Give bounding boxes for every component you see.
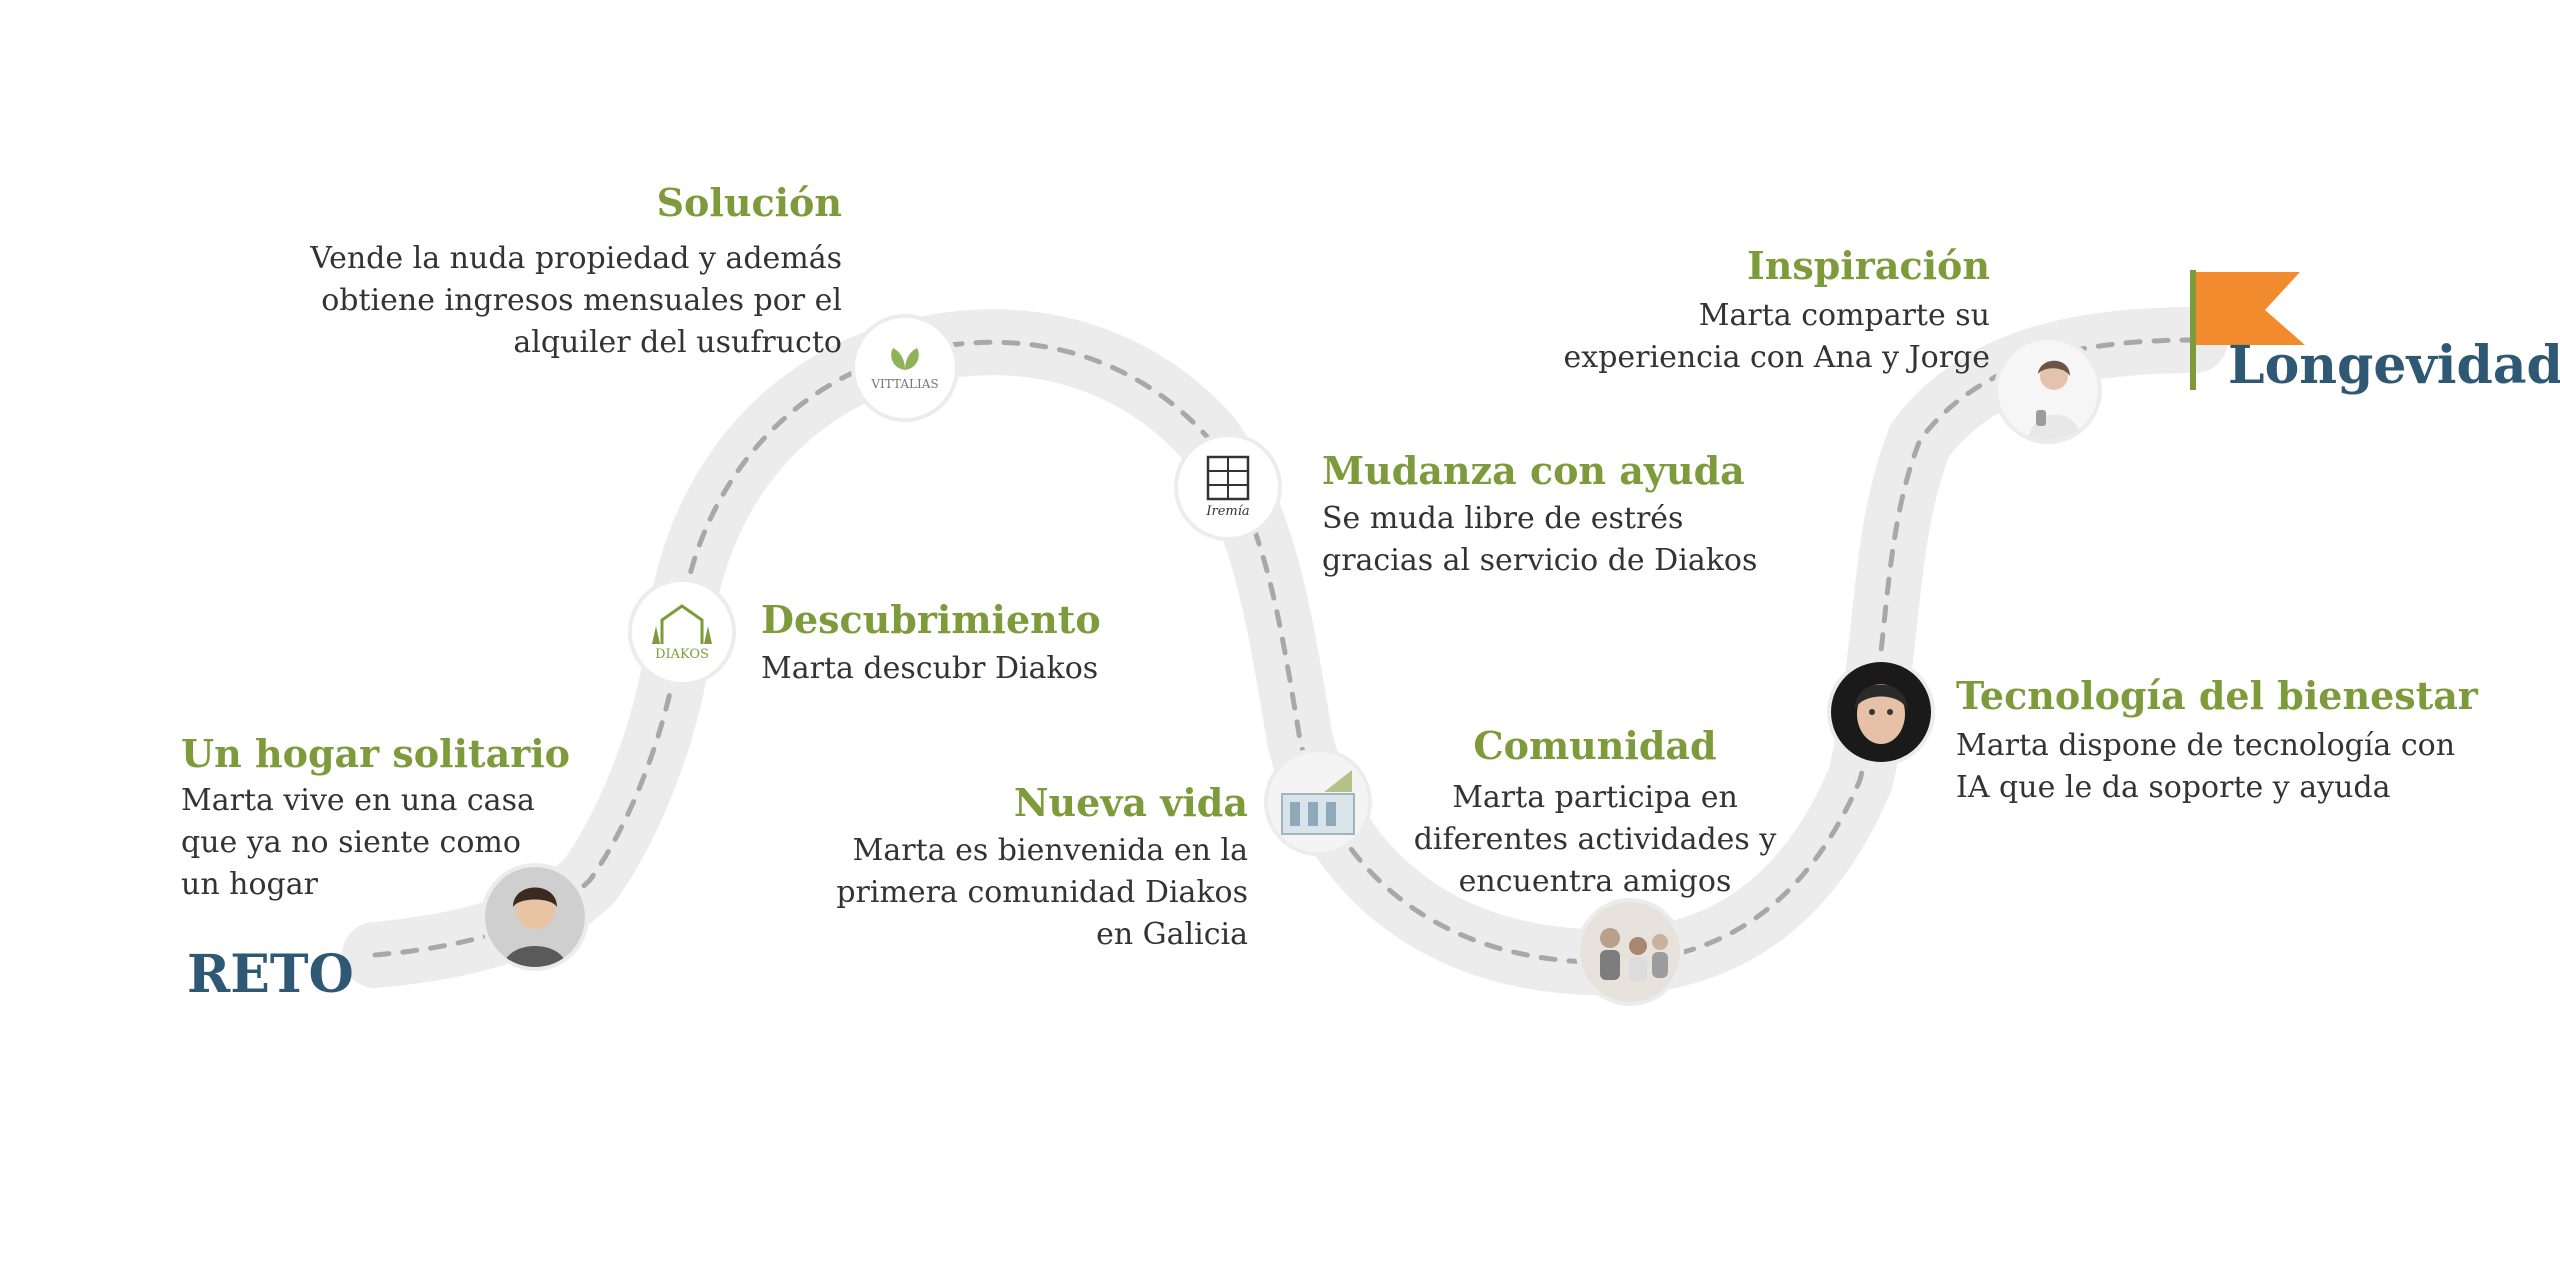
start-label: RETO (187, 944, 354, 1005)
iremia-logo-icon: Iremía (1178, 437, 1278, 537)
milestone-title-comunidad: Comunidad (1473, 723, 1717, 768)
milestone-title-inspiracion: Inspiración (1747, 243, 1990, 288)
milestone-title-solucion: Solución (656, 180, 842, 225)
svg-text:Iremía: Iremía (1205, 504, 1249, 519)
svg-text:VITTALIAS: VITTALIAS (870, 377, 938, 391)
milestone-title-mudanza-con-ayuda: Mudanza con ayuda (1322, 448, 1745, 493)
milestone-title-un-hogar-solitario: Un hogar solitario (181, 731, 570, 776)
building-icon (1268, 752, 1368, 852)
milestone-title-nueva-vida: Nueva vida (1013, 780, 1248, 825)
milestone-title-tecnologia-del-bienestar: Tecnología del bienestar (1956, 673, 2478, 718)
milestone-desc-descubrimiento: Marta descubr Diakos (761, 651, 1099, 686)
group-activity-icon (1580, 902, 1680, 1002)
flag-cloth (2196, 272, 2305, 345)
road-center-dash (372, 337, 2198, 965)
diakos-logo-icon: DIAKOS (632, 582, 732, 682)
woman-portrait-icon (485, 867, 585, 967)
end-flag-icon (2190, 270, 2305, 390)
person-portrait-icon (1998, 340, 2098, 440)
end-label: Longevidad (2228, 335, 2560, 396)
robot-face-icon (1831, 662, 1931, 762)
vittalias-logo-icon: VITTALIAS (855, 318, 955, 418)
milestone-title-descubrimiento: Descubrimiento (761, 597, 1101, 642)
svg-text:DIAKOS: DIAKOS (655, 647, 709, 662)
